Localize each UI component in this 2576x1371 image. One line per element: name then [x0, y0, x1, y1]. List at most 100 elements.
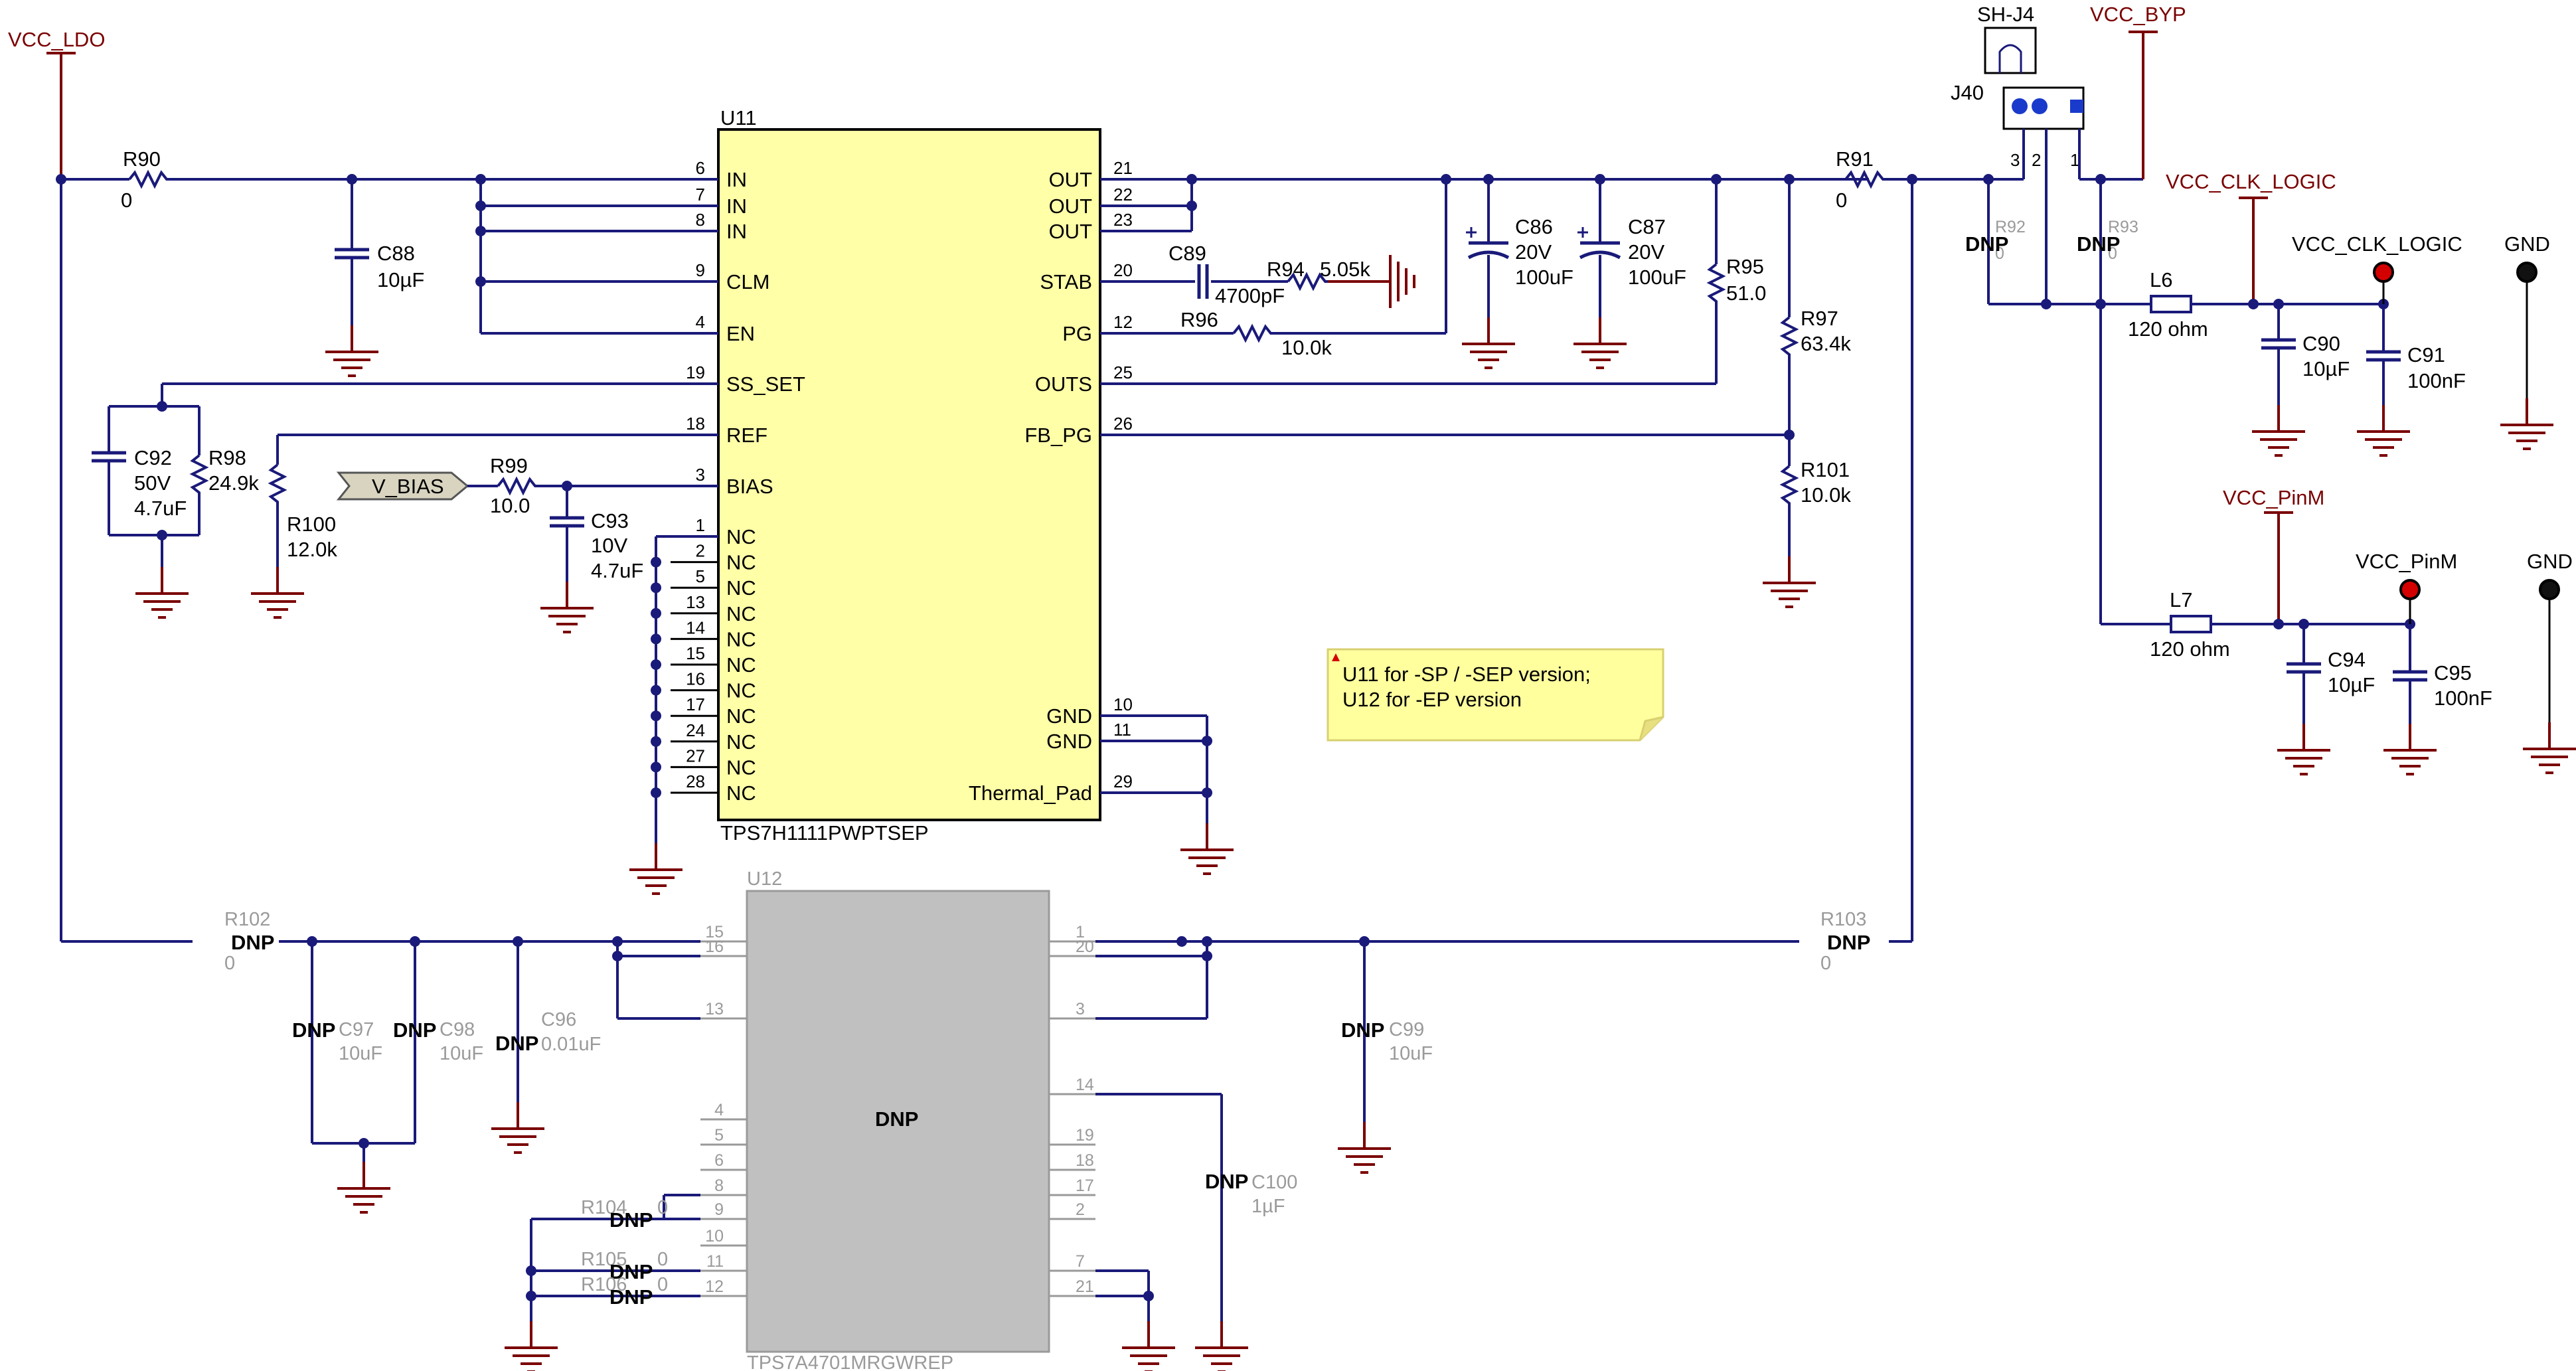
svg-text:100uF: 100uF: [1628, 266, 1686, 289]
svg-text:U12 for -EP version: U12 for -EP version: [1342, 688, 1522, 711]
u12-pin: 17: [1049, 1176, 1095, 1196]
u12-pin: 7: [1049, 1252, 1095, 1272]
svg-text:100nF: 100nF: [2434, 686, 2492, 710]
pin-number: 14: [1076, 1076, 1094, 1094]
pin-name: EN: [726, 322, 755, 345]
u12-pin: 11: [700, 1252, 747, 1272]
svg-text:C94: C94: [2328, 648, 2366, 671]
pin-number: 5: [714, 1126, 724, 1145]
pin-number: 22: [1113, 185, 1133, 204]
pin-name: OUT: [1049, 195, 1093, 218]
pin-number: 4: [696, 312, 705, 332]
pin-name: NC: [726, 525, 756, 548]
testpoint-gnd-2[interactable]: [2539, 579, 2560, 600]
u12-pin: 19: [1049, 1126, 1095, 1146]
svg-text:C86: C86: [1515, 215, 1553, 238]
pin-name: FB_PG: [1024, 424, 1092, 447]
r100: R100 12.0k: [250, 434, 718, 619]
svg-text:10uF: 10uF: [1389, 1043, 1433, 1064]
r90: R90 0: [61, 147, 718, 212]
clk-logic-filter: L6 120 ohm VCC_CLK_LOGIC C90 10µF C91 10…: [2101, 170, 2555, 457]
pin-name: CLM: [726, 270, 769, 293]
j40-jumper[interactable]: SH-J4 J40 3 2 1: [1951, 3, 2143, 304]
svg-text:R103: R103: [1820, 909, 1866, 930]
svg-text:R93: R93: [2108, 218, 2138, 236]
r92-r93: R92 0 DNP R93 0 DNP: [1965, 174, 2138, 309]
version-note: U11 for -SP / -SEP version; U12 for -EP …: [1327, 648, 1664, 742]
svg-text:100uF: 100uF: [1515, 266, 1573, 289]
pin-number: 4: [714, 1101, 724, 1119]
svg-text:R91: R91: [1836, 147, 1874, 171]
pin-number: 19: [686, 363, 705, 382]
svg-text:10µF: 10µF: [2328, 673, 2375, 696]
u12-pin: 10: [700, 1227, 747, 1247]
svg-text:L7: L7: [2170, 588, 2192, 611]
pin-name: PG: [1062, 322, 1092, 345]
svg-text:4.7uF: 4.7uF: [591, 559, 643, 582]
svg-text:DNP: DNP: [2077, 232, 2120, 256]
svg-text:C91: C91: [2407, 343, 2445, 366]
pin-number: 1: [696, 515, 705, 535]
u12-ic: U12 TPS7A4701MRGWREP DNP 151613456891011…: [700, 868, 1095, 1371]
pin-name: NC: [726, 551, 756, 574]
tp-gnd2-label: GND: [2527, 550, 2573, 573]
pin-name: Thermal_Pad: [969, 781, 1092, 805]
pin-name: IN: [726, 195, 747, 218]
svg-text:DNP: DNP: [609, 1285, 653, 1309]
pin-name: NC: [726, 781, 756, 805]
u12-pin: 4: [700, 1101, 747, 1121]
u12-pin: 13: [700, 1000, 747, 1020]
svg-text:0: 0: [1995, 244, 2004, 263]
u11-part: TPS7H1111PWPTSEP: [720, 821, 929, 845]
svg-text:R106: R106: [581, 1274, 627, 1295]
pin-number: 19: [1076, 1126, 1094, 1145]
pin-number: 11: [1113, 720, 1131, 740]
svg-text:R96: R96: [1180, 308, 1218, 331]
u12-pin: 16: [700, 937, 747, 957]
svg-text:C96: C96: [541, 1009, 576, 1030]
pin-name: NC: [726, 679, 756, 702]
pin-number: 17: [1076, 1176, 1094, 1195]
svg-text:L6: L6: [2150, 268, 2172, 291]
pin-number: 16: [686, 669, 705, 689]
v-bias-port[interactable]: V_BIAS: [372, 475, 444, 498]
u12-input-network: R102 0 DNP DNP C97 10uF DNP C98 10uF DNP…: [61, 909, 700, 1214]
svg-text:10.0k: 10.0k: [1281, 336, 1332, 359]
r91: R91 0: [1836, 147, 1988, 212]
svg-text:DNP: DNP: [609, 1260, 653, 1283]
svg-text:0: 0: [657, 1197, 668, 1218]
pin-number: 10: [705, 1227, 724, 1246]
testpoint-vcc-clk-logic[interactable]: [2373, 262, 2394, 283]
pin-number: 6: [696, 158, 705, 178]
svg-text:20V: 20V: [1515, 240, 1552, 264]
svg-text:R102: R102: [224, 909, 270, 930]
vcc-ldo-net: VCC_LDO: [8, 28, 105, 941]
pin-number: 8: [696, 210, 705, 230]
svg-text:10µF: 10µF: [2302, 357, 2350, 380]
testpoint-vcc-pinm[interactable]: [2399, 579, 2421, 600]
svg-text:C90: C90: [2302, 332, 2340, 355]
testpoint-gnd-1[interactable]: [2516, 262, 2537, 283]
svg-text:R101: R101: [1801, 458, 1850, 481]
c86: C86 20V 100uF: [1461, 174, 1573, 369]
svg-text:DNP: DNP: [1205, 1170, 1248, 1193]
pinm-filter: L7 120 ohm VCC_PinM C94 10µF C95 100nF V…: [2099, 304, 2576, 775]
svg-text:DNP: DNP: [1965, 232, 2008, 256]
svg-text:R105: R105: [581, 1249, 627, 1270]
svg-text:DNP: DNP: [1827, 931, 1870, 954]
svg-text:1µF: 1µF: [1251, 1196, 1285, 1217]
pin-number: 17: [686, 694, 705, 714]
